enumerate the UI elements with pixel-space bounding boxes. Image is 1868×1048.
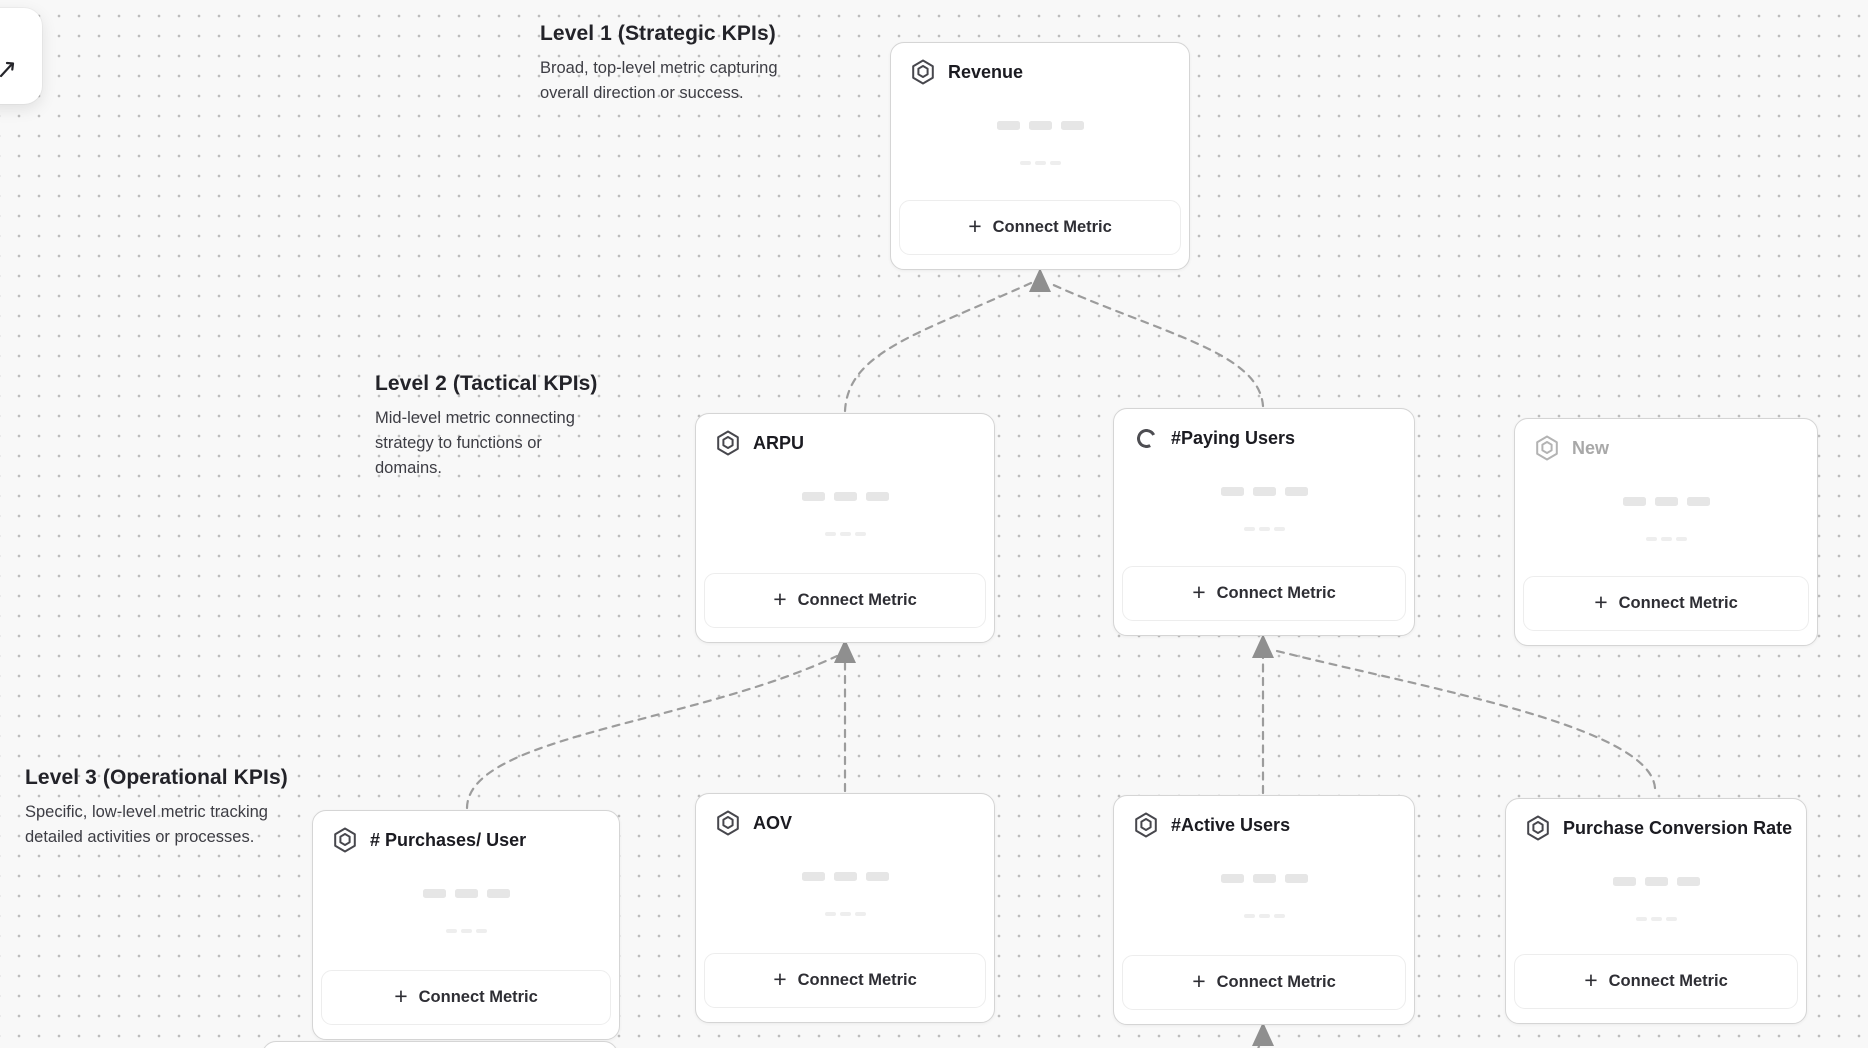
connect-metric-label: Connect Metric <box>418 988 538 1006</box>
card-title: Purchase Conversion Rate <box>1563 817 1793 838</box>
hexagon-badge-icon <box>911 59 935 85</box>
card-title: New <box>1572 437 1610 458</box>
connect-metric-button[interactable]: + Connect Metric <box>1122 566 1406 621</box>
skeleton-placeholder-row <box>696 492 994 501</box>
metric-card-new[interactable]: New + Connect Metric <box>1514 418 1818 646</box>
connect-metric-button[interactable]: + Connect Metric <box>1514 954 1798 1009</box>
arrowhead-into-active-users <box>1252 1022 1274 1046</box>
card-header: # Purchases/ User <box>313 811 619 853</box>
hexagon-badge-icon <box>716 810 740 836</box>
section-level-3: Level 3 (Operational KPIs) Specific, low… <box>25 766 297 850</box>
plus-icon: + <box>968 212 982 239</box>
card-header: Revenue <box>891 43 1189 85</box>
metric-card-arpu[interactable]: ARPU + Connect Metric <box>695 413 995 643</box>
skeleton-placeholder-row <box>891 161 1189 165</box>
section-level-1: Level 1 (Strategic KPIs) Broad, top-leve… <box>540 22 816 106</box>
plus-icon: + <box>1192 578 1206 605</box>
connector-pcr-to-paying-users <box>1271 648 1657 790</box>
spinner-icon <box>1134 425 1158 451</box>
cursor-arrow-icon <box>0 61 15 78</box>
connect-metric-button[interactable]: + Connect Metric <box>899 200 1181 255</box>
skeleton-placeholder-row <box>1506 877 1806 886</box>
skeleton-placeholder-row <box>891 121 1189 130</box>
metric-card-paying-users[interactable]: #Paying Users + Connect Metric <box>1113 408 1415 636</box>
skeleton-placeholder-row <box>1114 527 1414 531</box>
hexagon-badge-icon <box>1134 812 1158 838</box>
skeleton-placeholder-row <box>696 872 994 881</box>
skeleton-placeholder-row <box>696 532 994 536</box>
hexagon-badge-icon <box>716 430 740 456</box>
connect-metric-label: Connect Metric <box>1608 972 1728 990</box>
card-header: ARPU <box>696 414 994 456</box>
card-title: ARPU <box>753 432 805 453</box>
card-header: AOV <box>696 794 994 836</box>
plus-icon: + <box>1192 967 1206 994</box>
connect-metric-button[interactable]: + Connect Metric <box>321 970 611 1025</box>
connect-metric-button[interactable]: + Connect Metric <box>704 573 986 628</box>
card-header: #Paying Users <box>1114 409 1414 451</box>
hexagon-badge-icon <box>1526 815 1550 841</box>
skeleton-placeholder-row <box>1114 874 1414 883</box>
arrowhead-into-paying-users <box>1252 634 1274 658</box>
arrowhead-into-revenue <box>1029 268 1051 292</box>
level-3-title: Level 3 (Operational KPIs) <box>25 766 288 789</box>
skeleton-placeholder-row <box>1506 917 1806 921</box>
card-header: New <box>1515 419 1817 461</box>
skeleton-placeholder-row <box>313 889 619 898</box>
metric-card-partial-offscreen[interactable] <box>262 1041 618 1048</box>
metric-card-purchases-per-user[interactable]: # Purchases/ User + Connect Metric <box>312 810 620 1040</box>
level-1-title: Level 1 (Strategic KPIs) <box>540 22 776 45</box>
plus-icon: + <box>1584 966 1598 993</box>
connect-metric-button[interactable]: + Connect Metric <box>704 953 986 1008</box>
plus-icon: + <box>773 585 787 612</box>
hexagon-badge-icon <box>1535 435 1559 461</box>
toolbar-panel-fragment[interactable] <box>0 8 42 104</box>
skeleton-placeholder-row <box>1515 497 1817 506</box>
hexagon-badge-icon <box>333 827 357 853</box>
connect-metric-label: Connect Metric <box>797 591 917 609</box>
connect-metric-button[interactable]: + Connect Metric <box>1122 955 1406 1010</box>
level-1-description: Broad, top-level metric capturing overal… <box>540 59 778 103</box>
card-header: #Active Users <box>1114 796 1414 838</box>
connector-paying-users-to-revenue <box>1047 281 1265 408</box>
skeleton-placeholder-row <box>1515 537 1817 541</box>
skeleton-placeholder-row <box>1114 487 1414 496</box>
plus-icon: + <box>1594 588 1608 615</box>
connector-arpu-to-revenue <box>843 281 1033 413</box>
plus-icon: + <box>773 965 787 992</box>
metric-card-revenue[interactable]: Revenue + Connect Metric <box>890 42 1190 270</box>
connect-metric-label: Connect Metric <box>1216 973 1336 991</box>
connect-metric-label: Connect Metric <box>1216 584 1336 602</box>
level-3-description: Specific, low-level metric tracking deta… <box>25 803 268 847</box>
card-title: Revenue <box>948 61 1024 82</box>
connect-metric-label: Connect Metric <box>797 971 917 989</box>
connect-metric-button[interactable]: + Connect Metric <box>1523 576 1809 631</box>
section-level-2: Level 2 (Tactical KPIs) Mid-level metric… <box>375 372 609 481</box>
skeleton-placeholder-row <box>313 929 619 933</box>
card-title: # Purchases/ User <box>370 829 527 850</box>
connect-metric-label: Connect Metric <box>992 218 1112 236</box>
plus-icon: + <box>394 982 408 1009</box>
card-title: AOV <box>753 812 793 833</box>
card-title: #Paying Users <box>1171 427 1296 448</box>
card-title: #Active Users <box>1171 814 1291 835</box>
skeleton-placeholder-row <box>696 912 994 916</box>
card-header: Purchase Conversion Rate <box>1506 799 1806 841</box>
metric-card-active-users[interactable]: #Active Users + Connect Metric <box>1113 795 1415 1025</box>
connector-purchases-to-arpu <box>465 654 839 810</box>
level-2-title: Level 2 (Tactical KPIs) <box>375 372 598 395</box>
metric-card-aov[interactable]: AOV + Connect Metric <box>695 793 995 1023</box>
level-2-description: Mid-level metric connecting strategy to … <box>375 409 575 478</box>
skeleton-placeholder-row <box>1114 914 1414 918</box>
metric-card-purchase-conversion-rate[interactable]: Purchase Conversion Rate + Connect Metri… <box>1505 798 1807 1024</box>
connect-metric-label: Connect Metric <box>1618 594 1738 612</box>
